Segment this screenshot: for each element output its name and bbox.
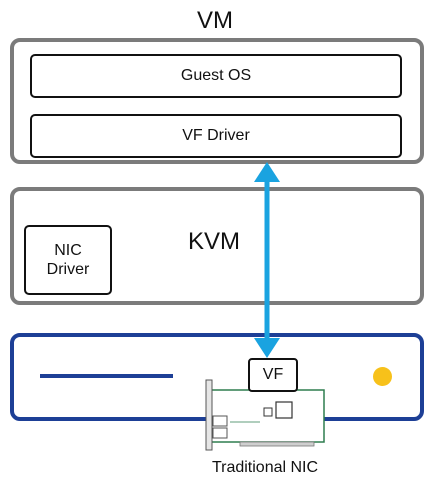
nic-port-bar: [40, 374, 173, 378]
nic-led-indicator: [373, 367, 392, 386]
traditional-nic-label: Traditional NIC: [211, 459, 319, 476]
nic-card-port-1: [212, 427, 228, 439]
nic-driver-label-line1: NIC: [54, 242, 82, 259]
nic-driver-box: NIC Driver: [24, 225, 112, 295]
kvm-container: [10, 187, 424, 305]
vm-title: VM: [197, 7, 233, 34]
nic-card-bracket: [205, 379, 213, 451]
kvm-label: KVM: [188, 228, 241, 255]
nic-card-chip-small: [263, 407, 273, 417]
double-arrow-icon: [254, 162, 280, 358]
nic-card-chip: [275, 401, 293, 419]
guest-os-box: Guest OS: [30, 54, 402, 98]
nic-driver-label-line2: Driver: [46, 261, 90, 278]
nic-card-port-2: [212, 415, 228, 427]
vf-box: VF: [248, 358, 298, 392]
nic-card-illustration: [205, 379, 325, 451]
nic-card-edge-connector: [239, 441, 315, 447]
vf-driver-box: VF Driver: [30, 114, 402, 158]
